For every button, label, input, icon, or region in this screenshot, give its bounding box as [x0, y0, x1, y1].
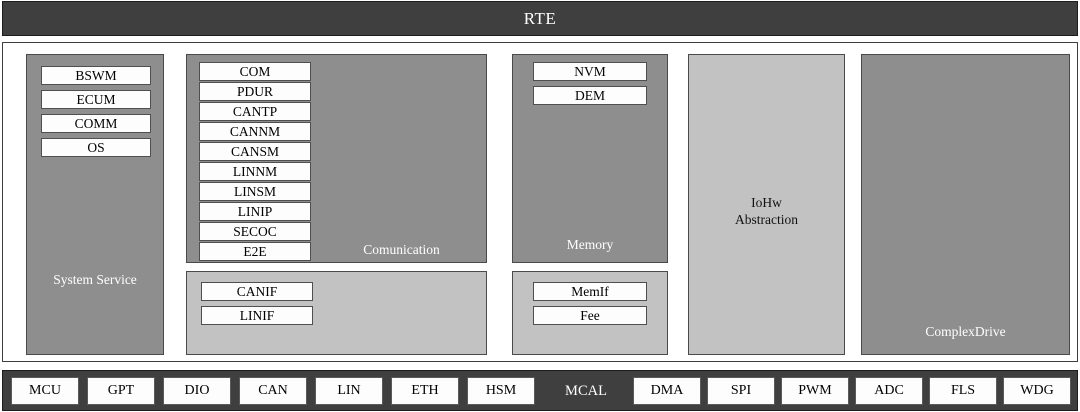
rte-label: RTE — [523, 8, 557, 28]
mcal-module-pwm[interactable]: PWM — [781, 377, 849, 405]
block-label-system-service: System Service — [53, 272, 137, 287]
mcal-module-spi[interactable]: SPI — [707, 377, 775, 405]
module-cannm[interactable]: CANNM — [199, 122, 311, 141]
block-label-iohw-abstraction: IoHw Abstraction — [689, 195, 844, 229]
module-secoc[interactable]: SECOC — [199, 222, 311, 241]
module-fee[interactable]: Fee — [533, 306, 647, 325]
block-label-communication: Comunication — [363, 242, 440, 257]
module-comm[interactable]: COMM — [41, 114, 151, 133]
mcal-module-dio[interactable]: DIO — [163, 377, 231, 405]
block-communication[interactable]: COM PDUR CANTP CANNM CANSM LINNM LINSM L… — [186, 54, 487, 263]
module-linif[interactable]: LINIF — [201, 306, 313, 325]
module-linip[interactable]: LINIP — [199, 202, 311, 221]
module-e2e[interactable]: E2E — [199, 242, 311, 261]
block-label-memory: Memory — [566, 237, 614, 252]
rte-layer: RTE — [2, 1, 1078, 36]
mcal-module-fls[interactable]: FLS — [929, 377, 997, 405]
block-system-service[interactable]: BSWM ECUM COMM OS System Service — [26, 54, 164, 355]
mcal-label: MCAL — [565, 382, 607, 399]
mcal-module-wdg[interactable]: WDG — [1003, 377, 1071, 405]
module-os[interactable]: OS — [41, 138, 151, 157]
block-label-iohw-line2: Abstraction — [735, 211, 798, 227]
mcal-module-lin[interactable]: LIN — [315, 377, 383, 405]
mcal-module-adc[interactable]: ADC — [855, 377, 923, 405]
block-memory[interactable]: NVM DEM Memory — [512, 54, 668, 263]
mcal-module-eth[interactable]: ETH — [391, 377, 459, 405]
module-linsm[interactable]: LINSM — [199, 182, 311, 201]
mcal-layer: MCU GPT DIO CAN LIN ETH HSM MCAL DMA SPI… — [2, 370, 1078, 411]
module-pdur[interactable]: PDUR — [199, 82, 311, 101]
mcal-module-mcu[interactable]: MCU — [11, 377, 79, 405]
module-cansm[interactable]: CANSM — [199, 142, 311, 161]
block-complex-drive[interactable]: ComplexDrive — [861, 54, 1070, 355]
module-ecum[interactable]: ECUM — [41, 90, 151, 109]
module-memif[interactable]: MemIf — [533, 282, 647, 301]
mcal-module-can[interactable]: CAN — [239, 377, 307, 405]
block-communication-interface[interactable]: CANIF LINIF — [186, 271, 487, 355]
mcal-module-hsm[interactable]: HSM — [467, 377, 535, 405]
module-dem[interactable]: DEM — [533, 86, 647, 105]
block-iohw-abstraction[interactable]: IoHw Abstraction — [688, 54, 845, 355]
module-nvm[interactable]: NVM — [533, 62, 647, 81]
mcal-module-gpt[interactable]: GPT — [87, 377, 155, 405]
block-label-iohw-line1: IoHw — [751, 195, 782, 210]
mcal-module-dma[interactable]: DMA — [633, 377, 701, 405]
module-bswm[interactable]: BSWM — [41, 66, 151, 85]
module-linnm[interactable]: LINNM — [199, 162, 311, 181]
module-cantp[interactable]: CANTP — [199, 102, 311, 121]
module-canif[interactable]: CANIF — [201, 282, 313, 301]
block-memory-interface[interactable]: MemIf Fee — [512, 271, 668, 355]
block-label-complex-drive: ComplexDrive — [925, 324, 1006, 339]
module-com[interactable]: COM — [199, 62, 311, 81]
